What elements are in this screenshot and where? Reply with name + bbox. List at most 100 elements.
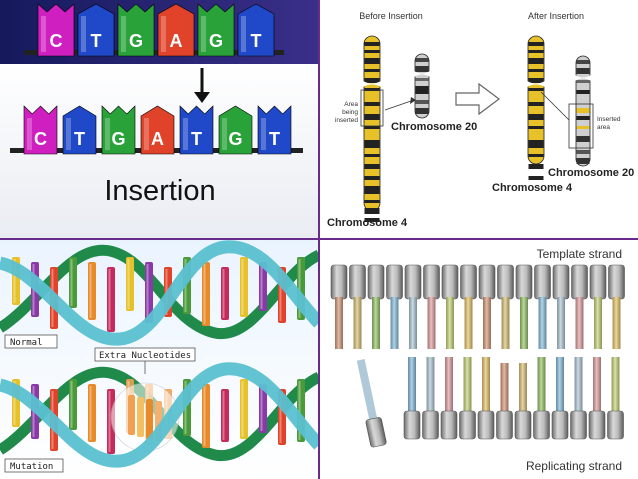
area-label-1: Area bbox=[344, 101, 358, 108]
replicating-nucleotide bbox=[514, 410, 532, 440]
base-pair bbox=[259, 262, 267, 311]
base-pair bbox=[126, 257, 134, 311]
chromosome-20-after-label: Chromosome 20 bbox=[548, 167, 634, 179]
nucleotide-shine bbox=[261, 118, 266, 150]
chromosome-band bbox=[364, 42, 380, 46]
nucleotide-block bbox=[140, 105, 175, 155]
template-base-shade bbox=[372, 297, 380, 349]
free-sugar bbox=[365, 417, 387, 448]
nucleotide-block bbox=[157, 3, 195, 57]
nucleotide-letter: C bbox=[34, 129, 47, 149]
free-nucleotide bbox=[356, 359, 387, 448]
base-pair-shine bbox=[146, 264, 149, 321]
base-pair-shine bbox=[13, 381, 16, 425]
replicating-nucleotide bbox=[459, 410, 476, 440]
chromosome-band bbox=[576, 108, 590, 113]
replicating-base-shade bbox=[593, 357, 601, 413]
replicating-nucleotide bbox=[440, 410, 458, 440]
centromere bbox=[527, 81, 545, 87]
template-base-shade bbox=[464, 297, 473, 349]
chromosome-band bbox=[364, 200, 380, 203]
helix-panel: Normal Extra Nucleotides Mutation bbox=[0, 239, 319, 479]
template-base-shade bbox=[353, 297, 362, 349]
template-nucleotide bbox=[571, 264, 588, 300]
base-pair-shine bbox=[279, 391, 282, 443]
base-pair bbox=[88, 384, 96, 442]
nucleotide-block bbox=[218, 105, 253, 155]
base-pair bbox=[221, 267, 229, 320]
nucleotide-block bbox=[257, 105, 292, 155]
chromosome-band bbox=[415, 100, 429, 104]
chromosome-band bbox=[576, 126, 590, 129]
nucleotide-shine bbox=[241, 16, 246, 52]
template-nucleotide bbox=[460, 264, 477, 300]
nucleotide-shine bbox=[161, 16, 166, 52]
nucleotide-t: T bbox=[62, 105, 97, 155]
nucleotide-shine bbox=[183, 118, 188, 150]
nucleotide-letter: C bbox=[50, 31, 63, 51]
nucleotide-shine bbox=[201, 16, 206, 52]
nucleotide-letter: T bbox=[251, 31, 262, 51]
base-pair-shine bbox=[241, 381, 244, 437]
template-base-shade bbox=[483, 297, 491, 349]
template-nucleotide bbox=[386, 264, 403, 300]
template-base-shade bbox=[575, 297, 584, 349]
down-arrow-icon bbox=[194, 68, 210, 103]
template-nucleotide bbox=[589, 264, 607, 300]
mutation-tag: Mutation bbox=[10, 462, 53, 472]
template-nucleotide bbox=[608, 264, 625, 300]
nucleotide-letter: G bbox=[111, 129, 125, 149]
chromosome-band bbox=[364, 88, 380, 91]
extra-tag: Extra Nucleotides bbox=[99, 351, 191, 361]
template-nucleotide bbox=[534, 264, 551, 300]
template-base-shade bbox=[390, 297, 399, 349]
chromosome-panel: Before Insertion After Insertion Area be… bbox=[319, 0, 638, 239]
chromosome-band bbox=[364, 154, 380, 157]
base-pair-shine bbox=[222, 391, 225, 440]
chromosome-4-before bbox=[363, 35, 381, 222]
nucleotide-block bbox=[117, 3, 155, 57]
replicating-base-shade bbox=[500, 363, 509, 413]
nucleotide-block bbox=[62, 105, 97, 155]
inserted-box bbox=[568, 103, 594, 149]
before-title: Before Insertion bbox=[359, 11, 423, 21]
base-pair bbox=[240, 379, 248, 439]
chromosome-band bbox=[576, 68, 590, 74]
nucleotide-shine bbox=[222, 118, 227, 150]
chromosome-band bbox=[576, 116, 590, 120]
chromosome-4-after-label: Chromosome 4 bbox=[492, 182, 573, 194]
template-nucleotide bbox=[478, 264, 496, 300]
template-nucleotide bbox=[423, 264, 440, 300]
normal-helix bbox=[0, 240, 319, 346]
base-pair bbox=[88, 262, 96, 320]
sugar-phosphate-ribbon bbox=[0, 240, 319, 346]
nucleotide-block bbox=[237, 3, 275, 57]
nucleotide-letter: T bbox=[269, 129, 280, 149]
extra-nucleotide bbox=[128, 395, 135, 435]
base-pair bbox=[202, 384, 210, 448]
nucleotide-letter: G bbox=[228, 129, 242, 149]
chromosome-band bbox=[528, 42, 544, 46]
nucleotide-g: G bbox=[117, 3, 155, 57]
template-nucleotide bbox=[349, 264, 366, 300]
replicating-base-shade bbox=[445, 357, 453, 413]
replicating-nucleotide bbox=[477, 410, 495, 440]
template-base-shade bbox=[538, 297, 547, 349]
template-base-shade bbox=[520, 297, 528, 349]
replicating-base-shade bbox=[611, 357, 620, 413]
template-nucleotide bbox=[404, 264, 422, 300]
nucleotide-block bbox=[37, 3, 75, 57]
template-nucleotide bbox=[330, 264, 348, 300]
template-base-shade bbox=[594, 297, 602, 349]
replicating-base-shade bbox=[408, 357, 416, 413]
template-base-shade bbox=[501, 297, 510, 349]
chromosome-band bbox=[576, 80, 590, 83]
base-pair-shine bbox=[108, 269, 111, 330]
chromosome-band bbox=[528, 126, 544, 129]
template-base-shade bbox=[612, 297, 621, 349]
chromosome-band bbox=[364, 69, 380, 72]
nucleotide-letter: T bbox=[74, 129, 85, 149]
nucleotide-t: T bbox=[257, 105, 292, 155]
